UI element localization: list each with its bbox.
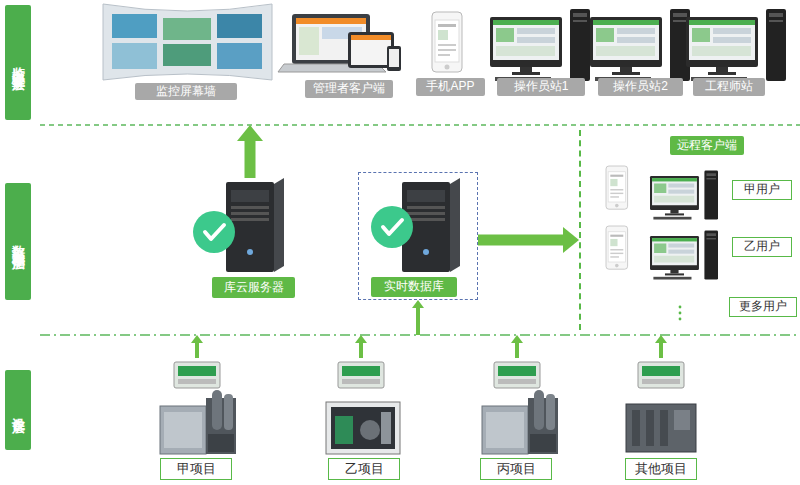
laptop-tablet (351, 35, 391, 65)
flow-arrow (515, 343, 519, 358)
layer-divider (40, 124, 800, 126)
device-label: 监控屏幕墙 (135, 83, 237, 100)
database-box: 实时数据库 (358, 172, 478, 300)
device-label: 操作员站2 (598, 78, 683, 96)
node-label: 更多用户 (730, 298, 796, 316)
node-label: 库云服务器 (212, 277, 295, 298)
gateway-device (638, 362, 684, 388)
layer-band: 库云服务器 实时数据库 甲用户乙用户更多用户 远程客户端数据采集存储层 (0, 125, 800, 335)
phone-symbol (606, 226, 628, 269)
phone-symbol (606, 166, 628, 209)
monitor-wall (163, 44, 211, 66)
laptop-tablet (278, 14, 401, 72)
laptop-tablet (299, 27, 319, 55)
laptop-tablet (296, 18, 366, 24)
monitor-wall (217, 43, 262, 69)
monitor-wall (103, 4, 272, 80)
pc-symbol (590, 9, 690, 81)
user-box: 更多用户 (729, 297, 797, 317)
ellipsis-dots (679, 318, 682, 321)
monitor-wall (112, 43, 157, 69)
project-node: 其他项目 (615, 358, 707, 482)
project-node: 丙项目 (470, 358, 562, 482)
monitor-wall (217, 14, 262, 38)
device-label: 工程师站 (693, 78, 765, 96)
flow-arrow (195, 343, 199, 358)
device-label: 手机APP (416, 78, 485, 96)
layer-band: 甲项目 乙项目 丙项目 其他项目 设备层 (0, 335, 800, 485)
node-label: 乙项目 (328, 458, 400, 480)
node-label: 其他项目 (625, 458, 697, 480)
node-label: 甲项目 (160, 458, 232, 480)
compressor-machine (160, 390, 236, 454)
pc-symbol (650, 171, 718, 220)
node-label: 乙用户 (733, 238, 791, 256)
ellipsis-dots (679, 306, 682, 321)
laptop-tablet (389, 49, 399, 67)
flow-arrow (359, 343, 363, 358)
server-node: 库云服务器 (205, 178, 300, 300)
ellipsis-dots (679, 306, 682, 309)
flow-arrow (416, 308, 420, 335)
flow-arrow (478, 235, 563, 246)
node-label: 工程师站 (693, 78, 765, 96)
project-node: 甲项目 (150, 358, 242, 482)
gateway-device (338, 362, 384, 388)
pc-symbol (686, 9, 786, 81)
gateway-device (174, 362, 220, 388)
check-badge (193, 211, 235, 253)
server-tower (226, 178, 284, 272)
flow-arrow (245, 141, 256, 178)
flow-arrow (659, 343, 663, 358)
monitor-wall (103, 4, 272, 80)
monitor-wall (112, 14, 157, 38)
user-box: 乙用户 (732, 237, 792, 257)
ellipsis-dots (679, 312, 682, 315)
node-label: 实时数据库 (371, 277, 457, 297)
node-label: 设备层 (5, 370, 31, 450)
node-label: 数据采集存储层 (5, 183, 31, 300)
check-badge (371, 206, 413, 248)
gateway-device (494, 362, 540, 388)
phone-symbol (432, 12, 462, 72)
node-label: 操作员站2 (598, 78, 683, 96)
node-label: 管理者客户端 (305, 80, 393, 98)
node-label: 远程客户端 (670, 136, 744, 155)
compressor-machine (482, 390, 558, 454)
laptop-tablet (387, 46, 401, 71)
chiller-machine (326, 402, 400, 454)
device-label: 操作员站1 (497, 78, 585, 96)
project-node: 乙项目 (318, 358, 410, 482)
laptop-tablet (351, 35, 391, 40)
layer-band: 监控屏幕墙 管理者客户端 手机APP 操作员站1 操作员站2 工程师站 监控中心业务层 (0, 0, 800, 125)
node-label: 操作员站1 (497, 78, 585, 96)
node-label: 监控中心业务层 (5, 5, 31, 120)
node-label: 丙项目 (480, 458, 552, 480)
node-label: 监控屏幕墙 (135, 83, 237, 100)
remote-area: 甲用户乙用户更多用户 远程客户端 (579, 130, 800, 330)
user-box: 甲用户 (732, 180, 792, 200)
cabinet-machine (626, 404, 696, 452)
node-label: 手机APP (416, 78, 485, 96)
pc-symbol (650, 231, 718, 280)
node-label: 甲用户 (733, 181, 791, 199)
device-label: 管理者客户端 (305, 80, 393, 98)
layer-divider (40, 334, 800, 336)
pc-symbol (490, 9, 590, 81)
monitor-wall (163, 18, 211, 40)
